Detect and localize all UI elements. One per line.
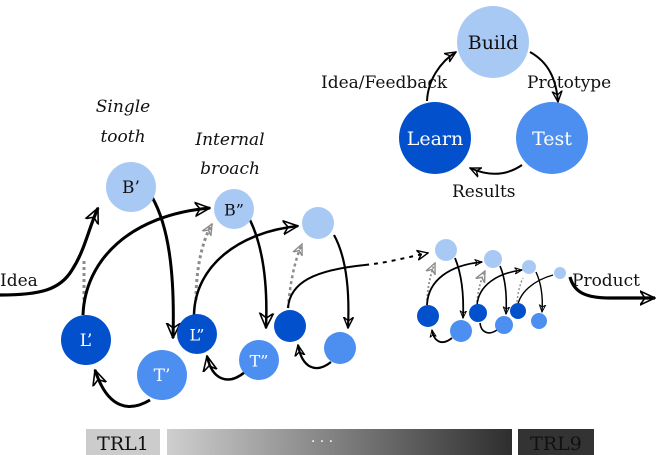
cycle-arrow-test-to-learn: [470, 164, 523, 174]
iter5-test-node: [495, 316, 513, 334]
trl9-box: [518, 429, 594, 455]
edge-label-prototype: Prototype: [527, 73, 611, 93]
build-node-label: Build: [468, 32, 519, 54]
iter4-feedback-arrow: [427, 263, 436, 301]
iteration1-title-line2: tooth: [100, 127, 145, 147]
iter5-build-node: [484, 250, 502, 268]
iter2-test-label: T”: [250, 352, 269, 371]
iter3-build-to-test-arrow: [333, 234, 348, 328]
iter1-learn-node: [61, 315, 111, 365]
iter2-learn-to-build3-arrow: [192, 226, 298, 316]
iter3-test-to-learn-arrow: [298, 345, 332, 370]
iter4-test-to-learn-arrow: [432, 330, 453, 344]
iter6-learn-node: [510, 303, 526, 319]
learn-node-label: Learn: [407, 128, 464, 150]
iter6-build-to-test-arrow: [535, 271, 542, 312]
iter2-build-node: [214, 189, 254, 229]
iter2-test-node: [239, 340, 279, 380]
iter6-build-node: [522, 260, 536, 274]
iteration2-title-line2: broach: [200, 159, 260, 179]
product-label: Product: [572, 271, 640, 291]
trl-ellipsis: · · ·: [311, 434, 333, 450]
iter5-learn-to-build-arrow: [476, 270, 522, 307]
iter5-build-to-test-arrow: [499, 265, 506, 314]
iter1-test-to-learn-arrow: [95, 370, 151, 408]
iter1-learn-label: L’: [80, 331, 93, 351]
iter6-feedback-arrow: [516, 277, 524, 303]
iter2-test-to-learn-arrow: [207, 356, 246, 381]
build-node: [457, 6, 529, 78]
iter1-build-label: B’: [122, 178, 140, 198]
spiral-diagram: Idea Single tooth Internal broach B’ L’ …: [0, 97, 655, 408]
trl9-label: TRL9: [530, 433, 582, 455]
iter1-build-to-test-arrow: [150, 196, 173, 338]
iteration2-title-line1: Internal: [194, 130, 264, 150]
iter2-learn-node: [177, 314, 217, 354]
iter5-feedback-arrow: [477, 271, 485, 303]
iter6-test-node: [531, 313, 547, 329]
iter4-build-to-test-arrow: [454, 257, 463, 318]
iteration1-title-line1: Single: [96, 97, 150, 117]
trl-gradient-bar: [167, 429, 512, 455]
iter2-build-label: B”: [224, 201, 244, 220]
cycle-diagram: Build Test Learn Idea/Feedback Prototype…: [321, 6, 611, 202]
iter3-test-node: [324, 332, 356, 364]
iter2-feedback-arrow: [194, 224, 214, 301]
iter3-learn-to-next-arrow: [287, 264, 366, 309]
iter2-learn-label: L”: [190, 326, 205, 345]
trl1-label: TRL1: [97, 433, 149, 455]
edge-label-results: Results: [452, 182, 516, 202]
iter2-build-to-test-arrow: [248, 219, 266, 328]
iter5-learn-node: [469, 304, 487, 322]
test-node-label: Test: [532, 128, 572, 150]
iter1-test-node: [137, 350, 187, 400]
iter3-learn-node: [274, 310, 306, 342]
iter3-dotted-continuation: [364, 253, 428, 266]
trl1-box: [86, 429, 160, 455]
cycle-arrow-build-to-test: [529, 51, 558, 102]
iter4-learn-node: [417, 305, 439, 327]
iter3-build-node: [302, 207, 334, 239]
cycle-arrow-learn-to-build: [426, 52, 456, 102]
iter4-learn-to-build-arrow: [426, 262, 482, 306]
iter4-test-node: [450, 320, 472, 342]
learn-node: [399, 102, 471, 174]
idea-input-arrow: [0, 208, 100, 297]
test-node: [516, 102, 588, 174]
iter1-build-node: [106, 162, 156, 212]
iter1-test-label: T’: [154, 366, 171, 386]
product-output-arrow: [568, 276, 655, 298]
edge-label-idea-feedback: Idea/Feedback: [321, 73, 448, 93]
trl-bar: TRL1 · · · TRL9: [86, 429, 594, 455]
iter1-learn-to-build2-arrow: [81, 208, 210, 316]
final-build-node: [554, 267, 566, 279]
iter5-test-to-learn-arrow: [479, 322, 498, 334]
idea-label: Idea: [0, 271, 38, 291]
iter4-build-node: [435, 239, 457, 261]
